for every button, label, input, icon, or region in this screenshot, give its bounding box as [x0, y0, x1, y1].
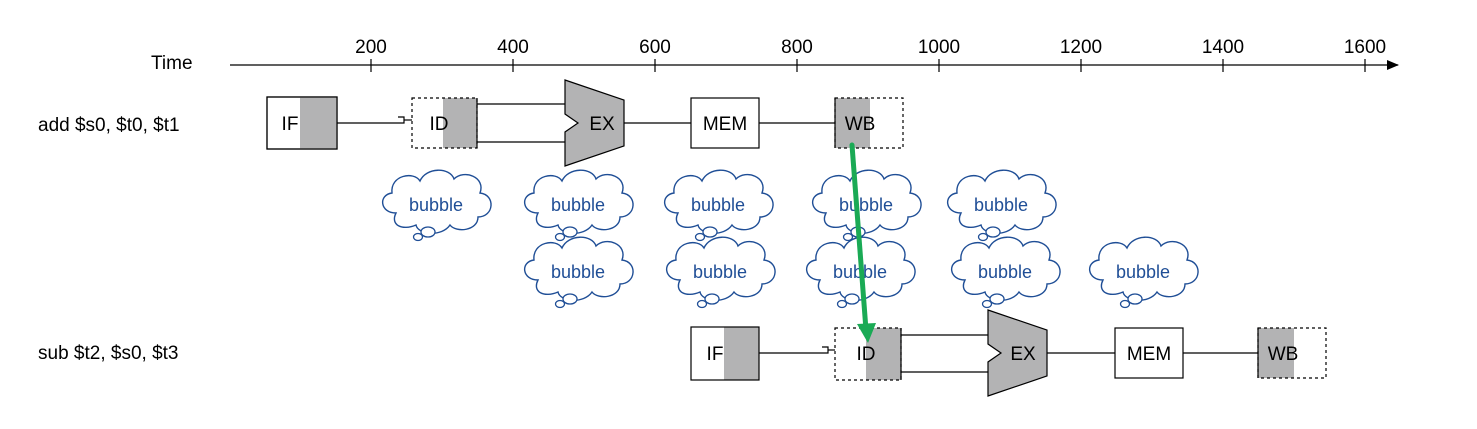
bubble-cloud: bubble	[946, 169, 1057, 242]
axis-tick-label: 200	[355, 37, 387, 58]
bubble-label: bubble	[978, 262, 1032, 282]
axis-tick-label: 400	[497, 37, 529, 58]
stage-id-add: ID	[411, 97, 478, 149]
bubble-cloud: bubble	[523, 169, 634, 242]
stage-if-sub: IF	[690, 326, 760, 381]
axis-tick-label: 1600	[1344, 37, 1386, 58]
time-axis: Time 200 400 600 800 1000 1200 1400 1600	[151, 37, 1399, 74]
bubble-cloud: bubble	[665, 236, 776, 309]
bubble-cloud: bubble	[523, 236, 634, 309]
bubble-label: bubble	[974, 195, 1028, 215]
stage-label: MEM	[703, 114, 747, 135]
pipeline-row-sub: IF ID EX MEM WB	[690, 309, 1327, 397]
axis-tick-label: 800	[781, 37, 813, 58]
stage-label: ID	[857, 344, 876, 365]
stage-label: IF	[282, 114, 299, 135]
bubble-cloud: bubble	[381, 169, 492, 242]
axis-tick-label: 600	[639, 37, 671, 58]
bubble-label: bubble	[691, 195, 745, 215]
stage-label: EX	[589, 114, 615, 135]
pipeline-row-add: IF ID EX MEM WB	[266, 79, 904, 167]
stage-label: WB	[845, 114, 876, 135]
stage-wb-sub: WB	[1257, 327, 1327, 379]
bubble-cloud: bubble	[1088, 236, 1199, 309]
bubble-cloud: bubble	[663, 169, 774, 242]
time-axis-label: Time	[151, 53, 193, 74]
axis-tick-label: 1200	[1060, 37, 1102, 58]
forwarding-arrow	[849, 142, 876, 343]
bubble-cloud: bubble	[811, 169, 922, 242]
bubble-cloud: bubble	[950, 236, 1061, 309]
stage-mem-sub: MEM	[1114, 327, 1184, 379]
bubble-label: bubble	[551, 262, 605, 282]
stage-mem-add: MEM	[690, 97, 760, 149]
stage-if-add: IF	[266, 96, 338, 150]
bubble-label: bubble	[1116, 262, 1170, 282]
stage-wb-add: WB	[834, 97, 904, 149]
stage-label: EX	[1010, 344, 1036, 365]
bubble-label: bubble	[839, 195, 893, 215]
axis-tick-label: 1400	[1202, 37, 1244, 58]
stage-label: MEM	[1127, 344, 1171, 365]
stage-ex-sub: EX	[987, 309, 1048, 397]
instruction-label-add: add $s0, $t0, $t1	[38, 115, 180, 136]
stage-label: IF	[707, 344, 724, 365]
stage-ex-add: EX	[564, 79, 625, 167]
time-axis-ticks: 200 400 600 800 1000 1200 1400 1600	[355, 37, 1386, 72]
bubble-area: bubble bubble bubble bubble bubble bubble bubb…	[381, 169, 1199, 309]
stage-label: WB	[1268, 344, 1299, 365]
bubble-label: bubble	[693, 262, 747, 282]
bubble-label: bubble	[551, 195, 605, 215]
stage-label: ID	[430, 114, 449, 135]
axis-tick-label: 1000	[918, 37, 960, 58]
instruction-label-sub: sub $t2, $s0, $t3	[38, 343, 179, 364]
bubble-label: bubble	[409, 195, 463, 215]
